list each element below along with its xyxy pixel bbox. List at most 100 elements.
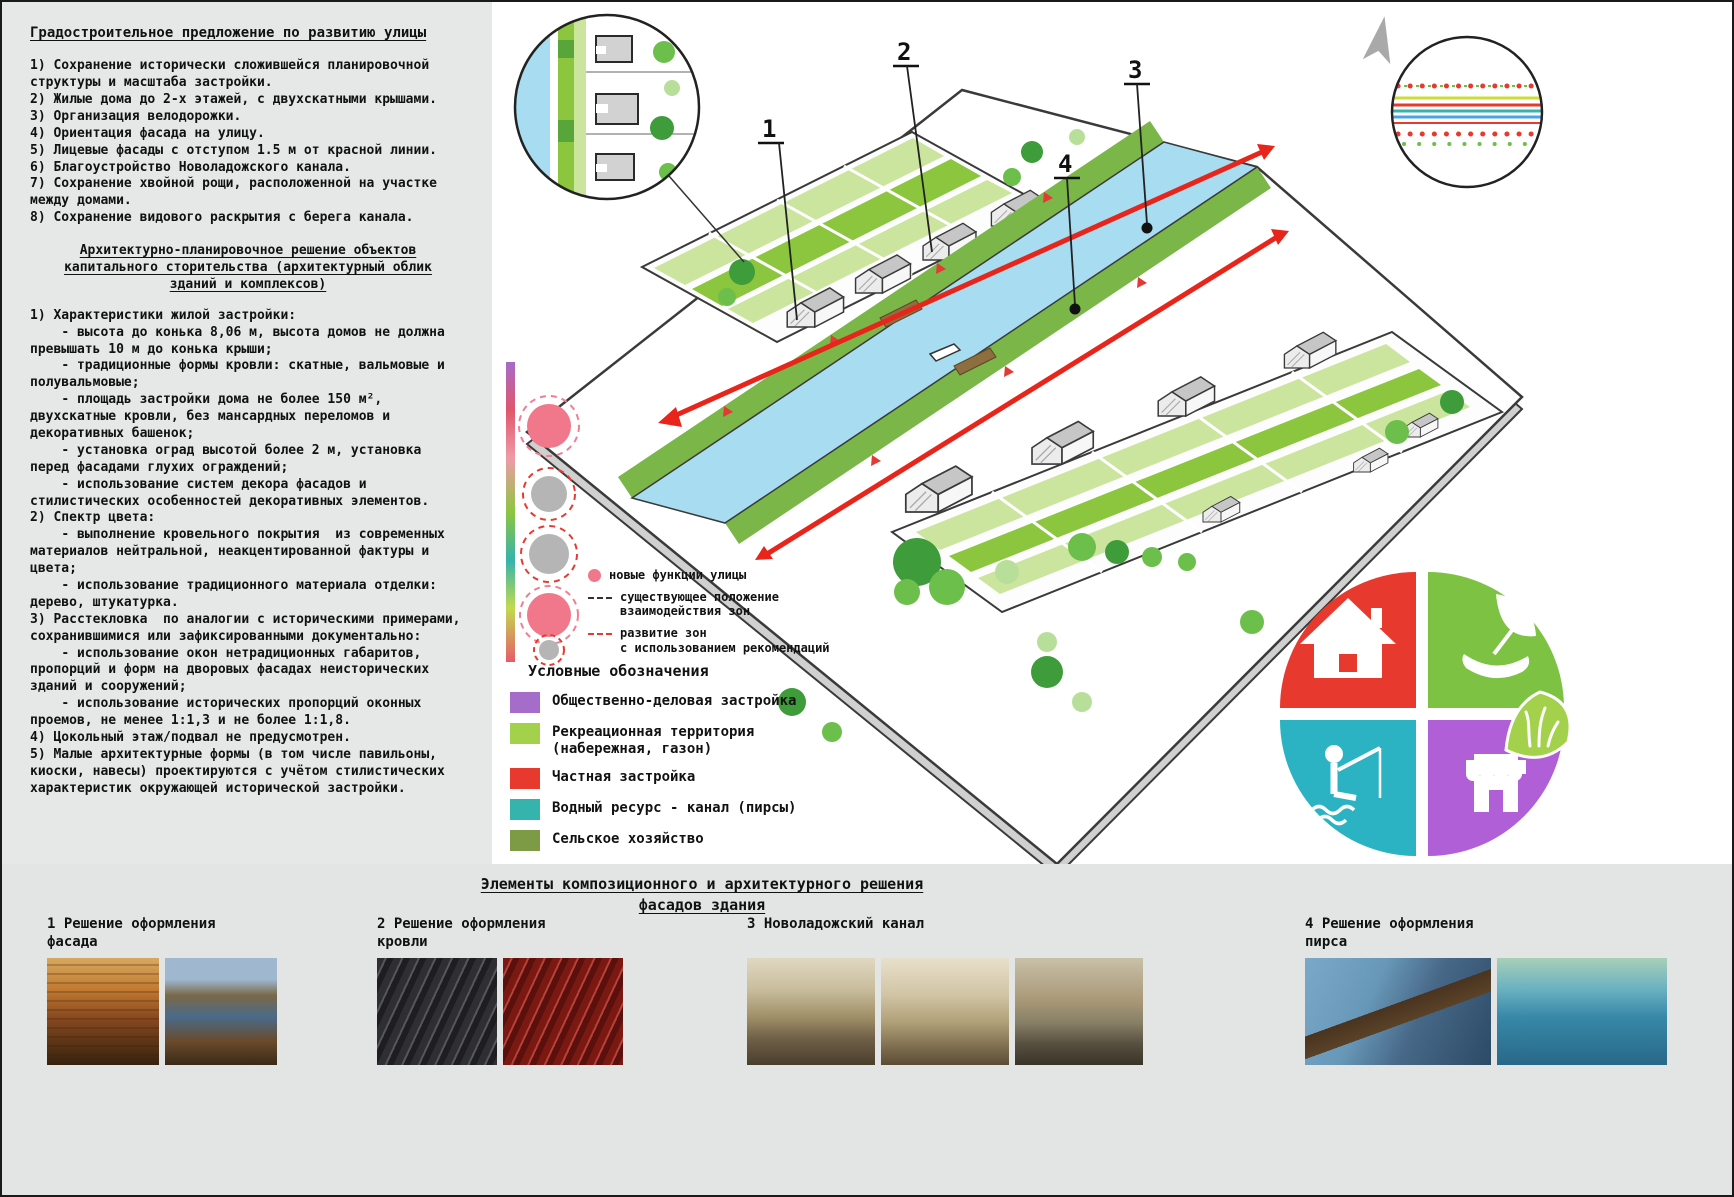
architectural-solution-item: 1) Характеристики жилой застройки: (30, 307, 297, 323)
canal (618, 121, 1271, 544)
photo-dark-roof-tiles (377, 958, 497, 1065)
trade-kiosk-icon (1466, 754, 1526, 812)
proposal-item: 3) Организация велодорожки. (30, 108, 242, 124)
legend-item: Частная застройка (510, 767, 850, 789)
piers-and-boat (879, 299, 997, 376)
proposal-item: 1) Сохранение исторически сложившейся пл… (30, 58, 437, 91)
legend-color-swatch (510, 829, 540, 851)
photo-row (47, 958, 277, 1065)
photo-row (1305, 958, 1667, 1065)
wheel-sector-ecology (1428, 572, 1564, 708)
plot-block-lower (889, 330, 1505, 614)
callout-4: 4 (1054, 150, 1081, 315)
proposal-list: 1) Сохранение исторически сложившейся пл… (30, 58, 466, 227)
callout-1: 1 (758, 115, 798, 321)
eco-hand-leaf-icon (1462, 594, 1536, 679)
legend-item: Сельское хозяйство (510, 829, 850, 851)
callout-2-number: 2 (897, 38, 911, 66)
photo-historic-canal-3 (1015, 958, 1143, 1065)
photo-group-roof: 2 Решение оформления кровли (377, 916, 623, 1065)
legend-item-label: Водный ресурс - канал (пирсы) (552, 799, 797, 816)
architectural-solution-item: 3) Расстекловка по аналогии с историческ… (30, 611, 469, 644)
urban-proposal-panel: Градостроительное предложение по развити… (2, 2, 492, 864)
wheel-sector-fishing (1280, 720, 1416, 856)
photo-historic-canal-1 (747, 958, 875, 1065)
photo-historic-canal-2 (881, 958, 1009, 1065)
legend-item-label: Частная застройка (552, 768, 696, 785)
zone-diagram-column (506, 362, 580, 666)
architectural-solution-item: - площадь застройки дома не более 150 м²… (30, 392, 398, 441)
strip-title: Элементы композиционного и архитектурног… (480, 875, 924, 914)
mini-legend-row: развитие зон с использованием рекомендац… (588, 626, 848, 655)
facade-elements-strip: Элементы композиционного и архитектурног… (2, 864, 1732, 1195)
inset-section-circle (1390, 35, 1544, 189)
legend-color-swatch (510, 692, 540, 713)
mini-legend-label: новые функции улицы (609, 568, 747, 582)
proposal-item: 8) Сохранение видового раскрытия с берег… (30, 210, 414, 226)
photo-group-label: 2 Решение оформления кровли (377, 916, 546, 950)
legend-items: Общественно-деловая застройка Рекреацион… (510, 692, 850, 851)
gradient-scale-bar (506, 362, 515, 662)
legend-item-label: Общественно-деловая застройка (552, 693, 797, 709)
house-icon (1300, 598, 1396, 678)
architectural-solution-item: - традиционные формы кровли: скатные, ва… (30, 358, 453, 391)
photo-row (747, 958, 1143, 1065)
architectural-solution-item: - использование систем декора фасадов и … (30, 476, 430, 509)
callout-4-number: 4 (1058, 150, 1072, 178)
photo-wooden-pier (1305, 958, 1491, 1065)
mini-legend-row: новые функции улицы (588, 568, 848, 583)
callout-3: 3 (1124, 56, 1153, 234)
architectural-solution-item: - использование исторических пропорций о… (30, 696, 430, 729)
trees (718, 129, 1464, 742)
photo-group-canal: 3 Новоладожский канал (747, 916, 1143, 1065)
existing-zones-dash-icon (588, 596, 612, 599)
architectural-solution-list: 1) Характеристики жилой застройки: - выс… (30, 308, 466, 798)
masterplan-area: 1 2 3 4 (492, 2, 1732, 864)
callout-3-number: 3 (1128, 56, 1142, 84)
architectural-solution-item: - выполнение кровельного покрытия из сов… (30, 527, 453, 577)
photo-wooden-house-autumn (47, 958, 159, 1065)
photo-boats-at-pier (1497, 958, 1667, 1065)
grass-icon (1524, 706, 1560, 748)
zone-development-dash-icon (588, 632, 612, 635)
legend-item: Рекреационная территория (набережная, га… (510, 723, 850, 758)
photo-group-label: 1 Решение оформления фасада (47, 916, 216, 950)
mini-legend-row: существующее положение взаимодействия зо… (588, 590, 848, 619)
proposal-item: 7) Сохранение хвойной рощи, расположенно… (30, 176, 445, 209)
photo-group-label: 4 Решение оформления пирса (1305, 916, 1474, 950)
architectural-solution-item: 4) Цокольный этаж/подвал не предусмотрен… (30, 730, 351, 746)
map-legend: Условные обозначения Общественно-деловая… (510, 662, 850, 861)
legend-title: Условные обозначения (528, 662, 709, 680)
mini-legend-label: развитие зон с использованием рекомендац… (620, 625, 830, 655)
axonometric-site-plan: 1 2 3 4 (506, 13, 1572, 864)
legend-item: Водный ресурс - канал (пирсы) (510, 798, 850, 820)
legend-item-label: Сельское хозяйство (552, 830, 704, 847)
legend-color-swatch (510, 723, 540, 744)
proposal-item: 2) Жилые дома до 2-х этажей, с двухскатн… (30, 91, 437, 107)
street-axis-arrows (658, 144, 1289, 560)
architectural-solution-item: 5) Малые архитектурные формы (в том числ… (30, 746, 453, 796)
photo-red-roof-tiles (503, 958, 623, 1065)
plot-block-upper (639, 130, 1050, 344)
mini-legend: новые функции улицы существующее положен… (588, 568, 848, 662)
grass-petal (1504, 690, 1572, 759)
proposal-item: 5) Лицевые фасады с отступом 1.5 м от кр… (30, 142, 437, 158)
legend-item: Общественно-деловая застройка (510, 692, 850, 713)
photo-group-pier: 4 Решение оформления пирса (1305, 916, 1667, 1065)
legend-color-swatch (510, 798, 540, 820)
inset-detail-circle (513, 13, 745, 263)
mini-legend-label: существующее положение взаимодействия зо… (620, 589, 779, 619)
architectural-solution-item: - использование окон нетрадиционных габа… (30, 645, 437, 695)
photo-group-label: 3 Новоладожский канал (747, 916, 925, 932)
proposal-item: 6) Благоустройство Новоладожского канала… (30, 159, 351, 175)
panel-title: Градостроительное предложение по развити… (30, 25, 427, 41)
photo-group-facade: 1 Решение оформления фасада (47, 916, 277, 1065)
architectural-solution-item: - установка оград высотой более 2 м, уст… (30, 442, 430, 475)
new-functions-dot-icon (588, 569, 601, 582)
legend-color-swatch (510, 767, 540, 789)
north-arrow-icon (1362, 16, 1391, 65)
architectural-solution-item: - высота до конька 8,06 м, высота домов … (30, 324, 453, 357)
photo-ornate-wooden-house (165, 958, 277, 1065)
callout-1-number: 1 (762, 115, 776, 143)
